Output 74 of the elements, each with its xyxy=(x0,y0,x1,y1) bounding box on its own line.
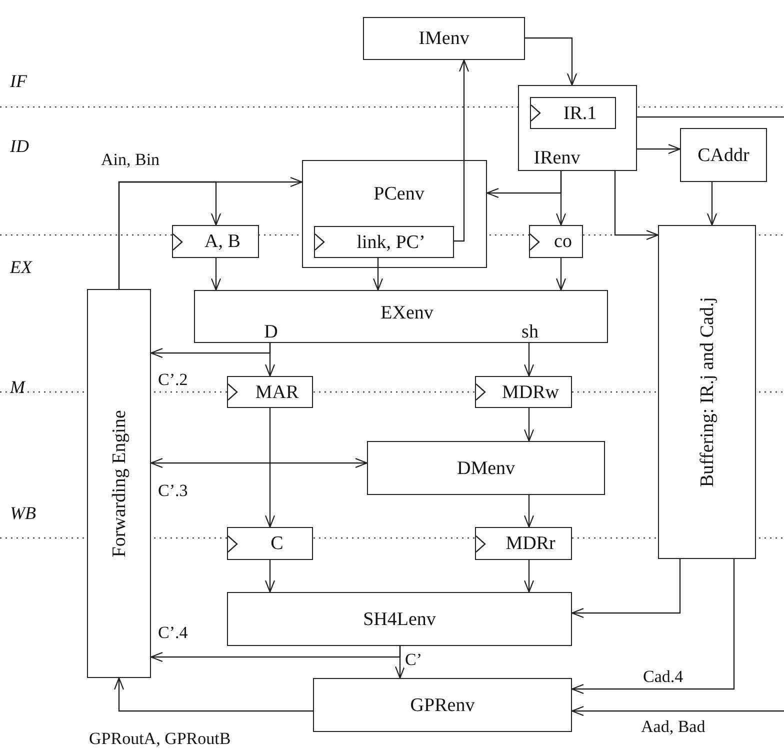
node-label: link, PC’ xyxy=(356,232,426,252)
connector-arrow xyxy=(264,408,276,528)
connector-arrow xyxy=(453,59,470,242)
module-box xyxy=(227,592,572,646)
connector-arrow xyxy=(556,258,566,291)
module-box xyxy=(518,85,637,171)
node-label: Forwarding Engine xyxy=(110,410,128,558)
module-box xyxy=(87,289,151,678)
connector-arrow xyxy=(264,560,276,593)
edge-label: Cad.4 xyxy=(642,668,684,685)
node-label: IRenv xyxy=(534,148,580,168)
node-label: IR.1 xyxy=(562,104,597,122)
connector-arrow xyxy=(571,559,735,694)
node-label: sh xyxy=(522,322,538,342)
register-box xyxy=(314,226,454,258)
stage-label: WB xyxy=(10,504,36,522)
register-box xyxy=(475,376,572,408)
register-box xyxy=(227,376,313,408)
connector-arrow xyxy=(118,181,222,289)
node-label: MAR xyxy=(254,382,299,402)
stage-label: M xyxy=(10,378,25,396)
node-label: MDRr xyxy=(504,534,556,553)
node-label: IMenv xyxy=(418,29,470,48)
edge-label: GPRoutA, GPRoutB xyxy=(88,730,232,747)
module-box xyxy=(367,441,605,495)
edge-label: C’ xyxy=(404,651,423,668)
node-label: A, B xyxy=(204,232,240,251)
edge-label: Aad, Bad xyxy=(640,718,706,735)
node-label: D xyxy=(264,322,278,342)
node-label: PCenv xyxy=(374,184,424,204)
connector-arrow xyxy=(706,182,718,226)
register-box xyxy=(530,97,616,129)
connector-arrow xyxy=(524,495,534,528)
connector-arrow xyxy=(571,706,784,716)
module-box xyxy=(680,128,767,182)
connector-arrow xyxy=(210,258,222,291)
edge-label: C’.2 xyxy=(157,371,189,388)
connector-arrow xyxy=(150,458,368,468)
register-box xyxy=(172,225,259,258)
connector-arrow xyxy=(556,171,566,226)
edge-label: Ain, Bin xyxy=(100,151,161,168)
module-box xyxy=(313,678,572,732)
module-box xyxy=(302,160,487,268)
stage-label: ID xyxy=(10,137,29,155)
register-box xyxy=(475,527,572,560)
node-label: EXenv xyxy=(380,304,434,322)
edge-label: C’.4 xyxy=(157,624,189,641)
edge-label: C’.3 xyxy=(157,482,189,499)
node-label: GPRenv xyxy=(410,696,475,714)
connector-arrow xyxy=(150,343,271,358)
connector-arrow xyxy=(571,559,681,618)
stage-label: IF xyxy=(10,72,27,90)
node-label: C xyxy=(270,534,284,553)
module-box xyxy=(194,290,608,343)
node-label: MDRw xyxy=(500,382,559,402)
register-box xyxy=(529,225,583,258)
node-label: Buffering: IR.j and Cad.j xyxy=(698,296,716,488)
connector-arrow xyxy=(372,257,384,291)
node-label: SH4Lenv xyxy=(363,610,436,628)
node-label: CAddr xyxy=(698,146,750,164)
connector-arrow xyxy=(524,343,534,377)
node-label: co xyxy=(553,232,572,251)
connector-arrow xyxy=(524,560,534,593)
connector-arrow xyxy=(114,677,313,712)
connector-arrow xyxy=(525,37,578,86)
connector-arrow xyxy=(150,646,401,662)
connector-arrow xyxy=(637,144,681,154)
register-box xyxy=(227,527,313,560)
node-label: DMenv xyxy=(456,458,516,478)
module-box xyxy=(363,17,525,60)
connector-arrow xyxy=(524,408,534,442)
module-box xyxy=(658,225,756,559)
stage-label: EX xyxy=(10,258,32,276)
connector-arrow xyxy=(614,171,659,240)
